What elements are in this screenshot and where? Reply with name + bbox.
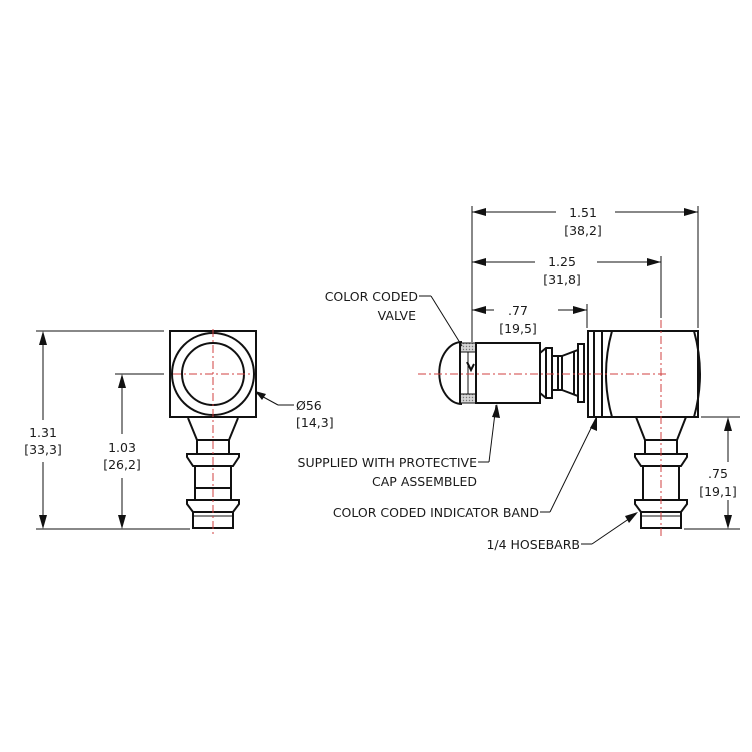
overall-length-mm: [38,2] [564, 223, 602, 238]
overall-height-inch: 1.31 [29, 425, 57, 440]
end-view: 1.31 [33,3] 1.03 [26,2] Ø56 [14,3] [24, 329, 334, 534]
body-length-mm: [19,5] [499, 321, 537, 336]
callout-cap-line1: SUPPLIED WITH PROTECTIVE [298, 455, 478, 470]
callout-indicator-band: COLOR CODED INDICATOR BAND [333, 505, 539, 520]
diameter-inch: Ø56 [296, 398, 322, 413]
color-coded-valve-bottom [459, 393, 477, 404]
side-view-neck [539, 343, 585, 403]
barb-height-mm: [19,1] [699, 484, 737, 499]
body-length-inch: .77 [508, 303, 528, 318]
protective-cap-dome [438, 341, 463, 405]
callout-cap-line2: CAP ASSEMBLED [372, 474, 477, 489]
barb-height-inch: .75 [708, 466, 728, 481]
center-height-mm: [26,2] [103, 457, 141, 472]
callout-valve-line1: COLOR CODED [325, 289, 418, 304]
diameter-mm: [14,3] [296, 415, 334, 430]
center-length-mm: [31,8] [543, 272, 581, 287]
side-view: 1.51 [38,2] 1.25 [31,8] .77 [19,5] .75 [… [298, 205, 740, 552]
callout-valve-line2: VALVE [378, 308, 416, 323]
callout-hosebarb: 1/4 HOSEBARB [486, 537, 580, 552]
protective-cap-body [475, 342, 541, 404]
overall-length-inch: 1.51 [569, 205, 597, 220]
center-height-inch: 1.03 [108, 440, 136, 455]
color-coded-valve-top [459, 342, 477, 353]
overall-height-mm: [33,3] [24, 442, 62, 457]
center-length-inch: 1.25 [548, 254, 576, 269]
